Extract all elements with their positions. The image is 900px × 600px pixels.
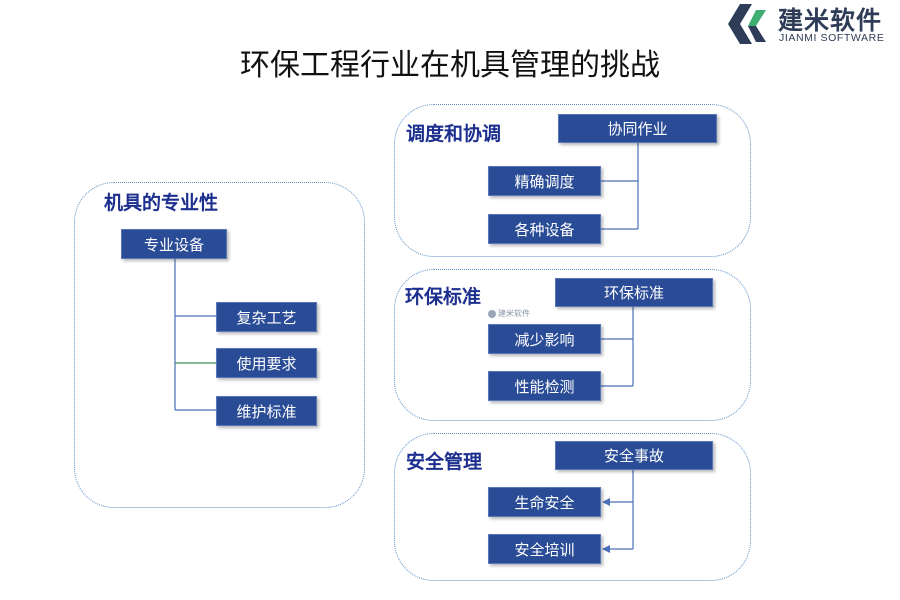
node-safety-training: 安全培训 bbox=[488, 534, 601, 564]
watermark-text: 建米软件 bbox=[498, 309, 530, 318]
watermark-logo-icon bbox=[488, 309, 496, 318]
node-usage-requirements: 使用要求 bbox=[216, 348, 317, 378]
node-safety-accident: 安全事故 bbox=[555, 441, 713, 470]
node-maintenance-standard: 维护标准 bbox=[216, 396, 317, 426]
node-performance-testing: 性能检测 bbox=[488, 371, 601, 401]
node-various-equipment: 各种设备 bbox=[488, 214, 601, 244]
logo-name-en: JIANMI SOFTWARE bbox=[779, 32, 885, 44]
node-complex-process: 复杂工艺 bbox=[216, 302, 317, 332]
node-professional-equipment: 专业设备 bbox=[121, 229, 227, 259]
heading-machine-specialty: 机具的专业性 bbox=[104, 192, 219, 214]
node-life-safety: 生命安全 bbox=[488, 487, 601, 517]
node-reduce-impact: 减少影响 bbox=[488, 324, 601, 354]
node-environmental-standard: 环保标准 bbox=[555, 278, 713, 307]
heading-environmental-standard: 环保标准 bbox=[405, 286, 482, 308]
heading-scheduling: 调度和协调 bbox=[406, 123, 502, 145]
watermark: 建米软件 bbox=[488, 308, 530, 319]
heading-safety-management: 安全管理 bbox=[406, 451, 483, 473]
logo-name-cn: 建米软件 bbox=[778, 6, 883, 35]
logo-mark-icon bbox=[728, 4, 766, 44]
brand-logo: 建米软件 JIANMI SOFTWARE bbox=[726, 0, 900, 48]
node-collaborative-work: 协同作业 bbox=[558, 114, 717, 143]
page-title: 环保工程行业在机具管理的挑战 bbox=[240, 48, 660, 83]
node-precise-scheduling: 精确调度 bbox=[488, 166, 601, 196]
